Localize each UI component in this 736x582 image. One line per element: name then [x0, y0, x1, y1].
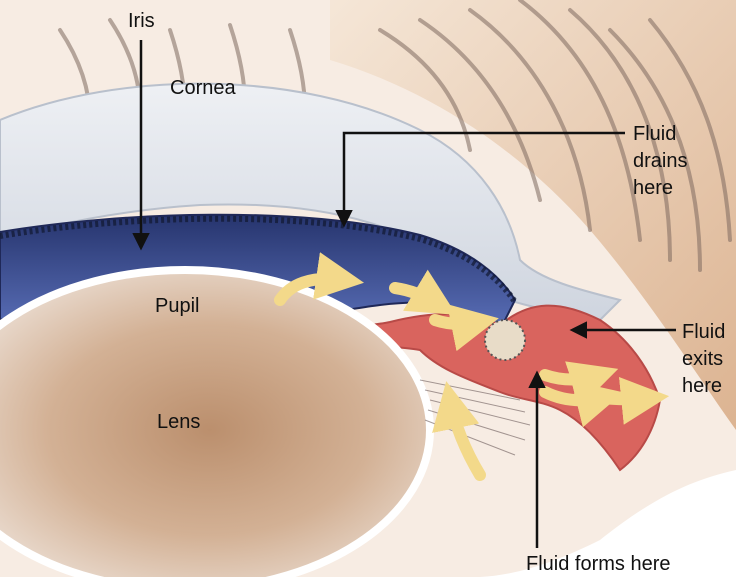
fluid-forms-label: Fluid forms here	[526, 553, 671, 575]
cornea-label: Cornea	[170, 77, 236, 99]
lens-label: Lens	[157, 411, 200, 433]
drainage-mesh	[485, 320, 525, 360]
iris-label: Iris	[128, 10, 155, 32]
pupil-label: Pupil	[155, 295, 199, 317]
